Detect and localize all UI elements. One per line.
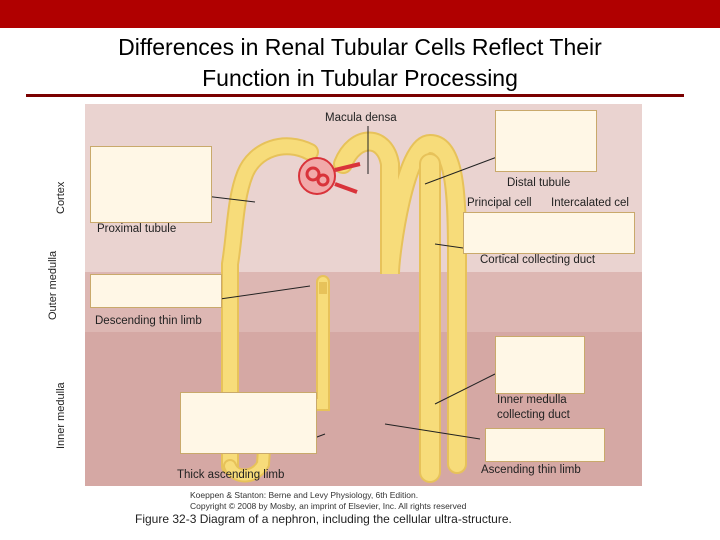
label-macula-densa: Macula densa <box>325 112 397 124</box>
label-intercalated-cell: Intercalated cel <box>551 197 629 209</box>
nephron-figure: Cortex Outer medulla Inner medulla Macul… <box>47 104 642 486</box>
proximal-tubule-cell-image <box>90 146 212 223</box>
distal-tubule-cell-image <box>495 110 597 172</box>
label-inner-medulla-collecting-duct-1: Inner medulla <box>497 394 567 406</box>
glomerulus-shape <box>298 157 336 195</box>
credit-line-2: Copyright © 2008 by Mosby, an imprint of… <box>190 501 467 511</box>
zone-label-cortex: Cortex <box>55 181 67 214</box>
slide-title-line-2: Function in Tubular Processing <box>202 65 518 91</box>
top-accent-bar <box>0 0 720 28</box>
label-ascending-thin-limb: Ascending thin limb <box>481 464 581 476</box>
descending-thin-limb-cell-image <box>90 274 222 308</box>
label-proximal-tubule: Proximal tubule <box>97 223 177 235</box>
inner-medulla-collecting-duct-cell-image <box>495 336 585 394</box>
ascending-thin-limb-cell-image <box>485 428 605 462</box>
thick-ascending-limb-cell-image <box>180 392 317 454</box>
credit-line-1: Koeppen & Stanton: Berne and Levy Physio… <box>190 490 419 500</box>
label-thick-ascending-limb: Thick ascending limb <box>177 469 285 481</box>
zone-label-outer-medulla: Outer medulla <box>47 250 59 320</box>
cortical-collecting-duct-cell-image <box>463 212 635 254</box>
label-distal-tubule: Distal tubule <box>507 177 571 189</box>
figure-caption: Figure 32-3 Diagram of a nephron, includ… <box>135 512 512 526</box>
label-principal-cell: Principal cell <box>467 197 532 209</box>
slide-title: Differences in Renal Tubular Cells Refle… <box>0 32 720 94</box>
label-cortical-collecting-duct: Cortical collecting duct <box>480 254 596 266</box>
label-inner-medulla-collecting-duct-2: collecting duct <box>497 409 570 421</box>
slide-title-line-1: Differences in Renal Tubular Cells Refle… <box>118 34 602 60</box>
label-descending-thin-limb: Descending thin limb <box>95 315 202 327</box>
zone-label-inner-medulla: Inner medulla <box>55 382 67 449</box>
title-underline <box>26 94 684 97</box>
